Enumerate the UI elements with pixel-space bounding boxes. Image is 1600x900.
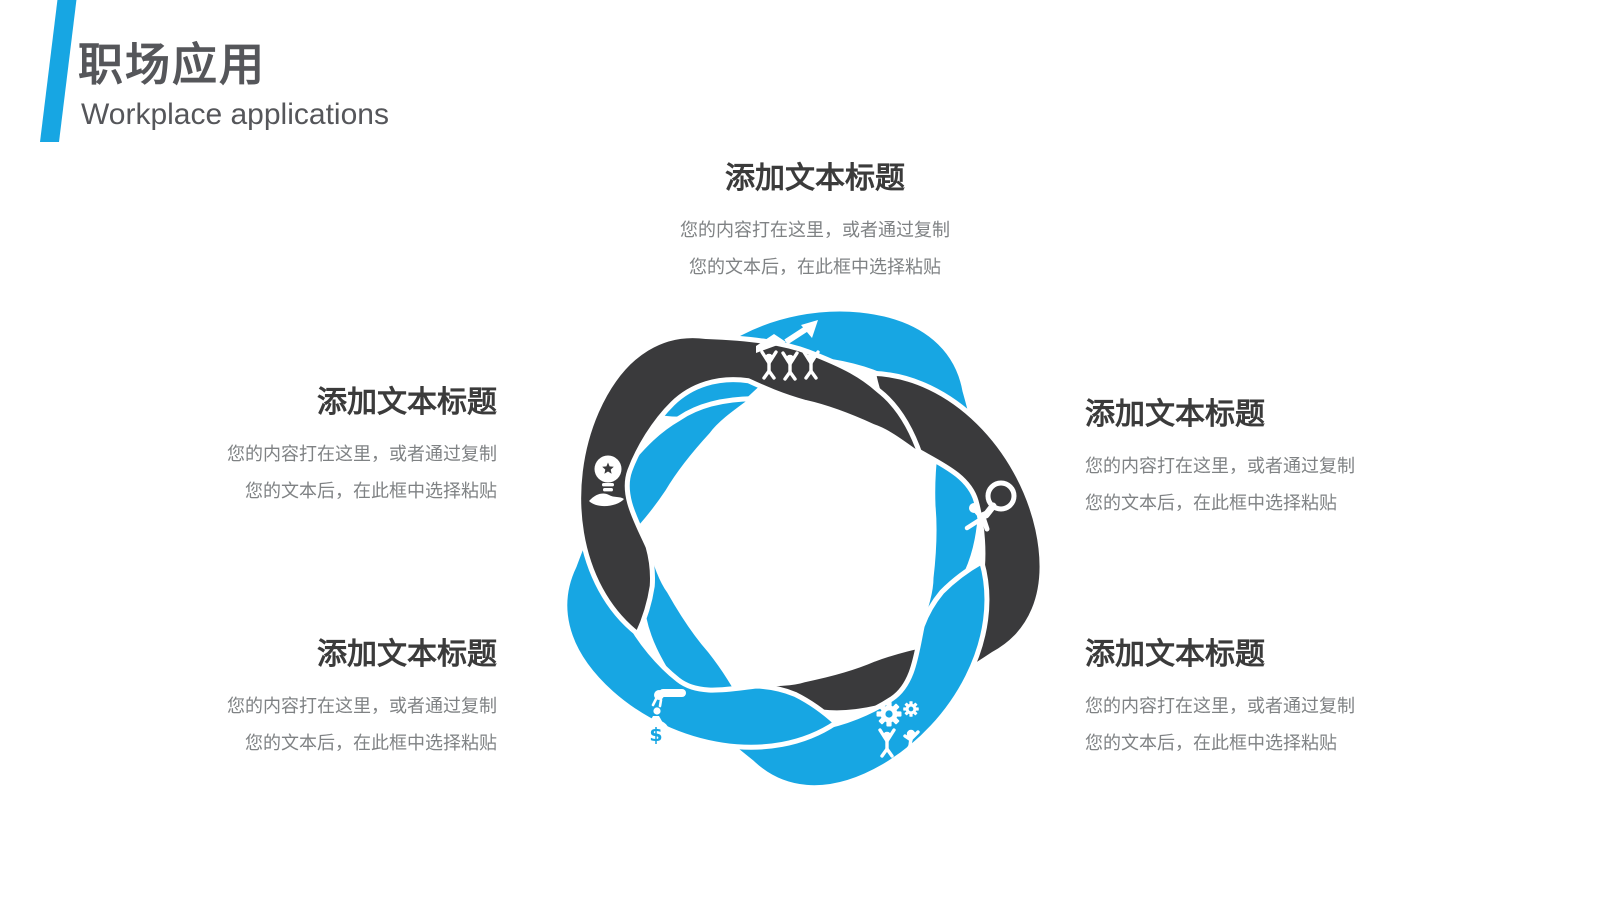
page-subtitle: Workplace applications xyxy=(81,98,389,131)
open-hand xyxy=(589,493,624,507)
block-body-line2: 您的文本后，在此框中选择粘贴 xyxy=(1085,493,1337,513)
gear-large xyxy=(876,701,902,727)
block-body-line1: 您的内容打在这里，或者通过复制 xyxy=(680,220,950,240)
block-body-line2: 您的文本后，在此框中选择粘贴 xyxy=(245,481,497,501)
page-title: 职场应用 xyxy=(78,39,267,90)
fingers xyxy=(651,697,663,708)
coin xyxy=(653,707,661,715)
bulb-base xyxy=(603,488,613,492)
block-body-line2: 您的文本后，在此框中选择粘贴 xyxy=(1085,733,1337,753)
gear-small xyxy=(903,701,919,717)
text-block-right-top: 添加文本标题 您的内容打在这里，或者通过复制 您的文本后，在此框中选择粘贴 xyxy=(1085,389,1485,522)
person-arm xyxy=(979,509,992,517)
block-body-line1: 您的内容打在这里，或者通过复制 xyxy=(227,696,497,716)
block-title: 添加文本标题 xyxy=(1085,398,1265,431)
arrow-shaft xyxy=(784,326,808,345)
hand xyxy=(654,690,664,700)
gear-hole xyxy=(885,710,893,718)
block-title: 添加文本标题 xyxy=(317,638,497,671)
text-block-top: 添加文本标题 您的内容打在这里，或者通过复制 您的文本后，在此框中选择粘贴 xyxy=(545,153,1085,286)
walking-person xyxy=(902,729,920,757)
chart-hill xyxy=(756,334,786,353)
block-title: 添加文本标题 xyxy=(317,386,497,419)
dollar-sign: $ xyxy=(649,724,662,746)
text-block-left-top: 添加文本标题 您的内容打在这里，或者通过复制 您的文本后，在此框中选择粘贴 xyxy=(118,377,497,510)
idea-bulb-icon xyxy=(589,455,624,507)
text-block-left-bottom: 添加文本标题 您的内容打在这里，或者通过复制 您的文本后，在此框中选择粘贴 xyxy=(118,629,497,762)
gear-hole xyxy=(908,706,914,712)
person-leg xyxy=(964,518,981,531)
pinwheel-diagram: $ xyxy=(553,297,1043,787)
block-title: 添加文本标题 xyxy=(725,162,905,195)
team-growth-icon xyxy=(756,320,820,381)
block-body-line2: 您的文本后，在此框中选择粘贴 xyxy=(689,257,941,277)
block-body-line1: 您的内容打在这里，或者通过复制 xyxy=(1085,696,1355,716)
investment-moneybag-icon: $ xyxy=(642,689,686,748)
block-body-line2: 您的文本后，在此框中选择粘贴 xyxy=(245,733,497,753)
block-title: 添加文本标题 xyxy=(1085,638,1265,671)
block-body-line1: 您的内容打在这里，或者通过复制 xyxy=(227,444,497,464)
bulb-base xyxy=(602,483,614,487)
teamwork-gears-icon xyxy=(876,701,920,758)
accent-bar xyxy=(40,0,77,142)
magnifier-lens xyxy=(985,480,1017,512)
center-circle xyxy=(667,411,929,673)
block-body-line1: 您的内容打在这里，或者通过复制 xyxy=(1085,456,1355,476)
money-bag xyxy=(642,720,670,748)
star xyxy=(602,462,614,474)
arrow-head xyxy=(801,320,818,338)
text-block-right-bottom: 添加文本标题 您的内容打在这里，或者通过复制 您的文本后，在此框中选择粘贴 xyxy=(1085,629,1485,762)
research-magnifier-icon xyxy=(964,480,1017,532)
